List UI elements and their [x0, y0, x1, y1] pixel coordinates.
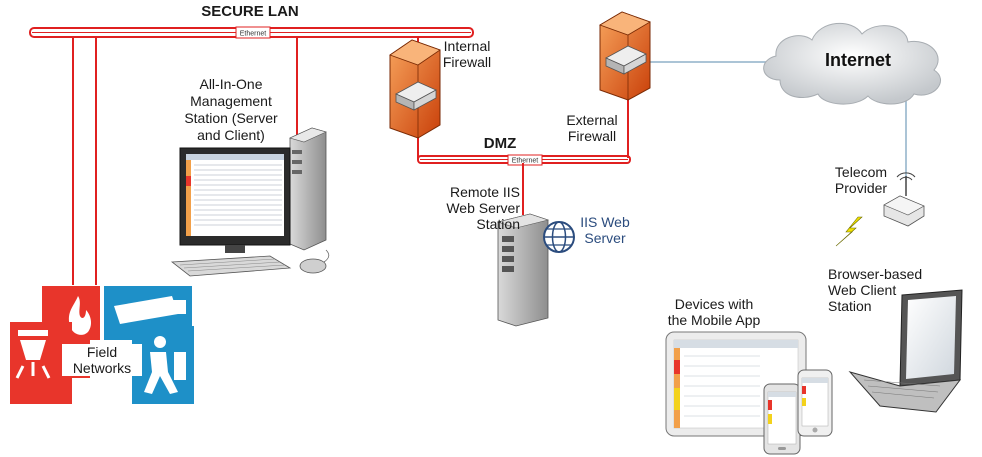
- laptop-icon: [848, 289, 963, 413]
- browser-client-label-line2: Web Client: [828, 282, 897, 298]
- internet-label: Internet: [824, 50, 891, 70]
- mobile-label-line1: Devices with: [674, 296, 754, 312]
- field-networks-label-line2: Networks: [72, 360, 132, 376]
- internal-firewall-label-line2: Firewall: [442, 54, 492, 70]
- iis-station-label-line3: Station: [476, 216, 520, 232]
- iis-station-label: Remote IIS Web Server Station: [420, 184, 520, 232]
- router-icon: [883, 172, 925, 227]
- management-station-label-line4: and Client): [197, 127, 265, 143]
- management-station-label: All-In-One Management Station (Server an…: [166, 76, 296, 144]
- lightning-icon: [835, 216, 863, 247]
- smoke-detector-icon: [10, 322, 72, 404]
- phone-small-icon: [797, 369, 833, 437]
- telecom-label-line2: Provider: [834, 180, 888, 196]
- iis-station-label-line2: Web Server: [446, 200, 520, 216]
- dmz-title: DMZ: [483, 135, 517, 152]
- management-station-label-line3: Station (Server: [184, 110, 278, 126]
- secure-lan-bus: Ethernet: [29, 26, 474, 39]
- external-firewall-label-line1: External: [566, 112, 618, 128]
- external-firewall-icon: [599, 11, 651, 101]
- mobile-label-line2: the Mobile App: [667, 312, 761, 328]
- field-networks-label: Field Networks: [62, 344, 142, 376]
- secure-lan-bus-label: Ethernet: [240, 31, 267, 38]
- external-firewall-label-line2: Firewall: [567, 128, 617, 144]
- iis-station-label-line1: Remote IIS: [449, 184, 520, 200]
- external-firewall-label: External Firewall: [552, 112, 632, 144]
- browser-client-label: Browser-based Web Client Station: [828, 266, 938, 314]
- management-station-label-line2: Management: [190, 93, 272, 109]
- phone-large-icon: [763, 383, 801, 455]
- telecom-label: Telecom Provider: [826, 164, 896, 196]
- iis-server-tower-icon: [496, 213, 550, 327]
- internal-firewall-label: Internal Firewall: [432, 38, 502, 70]
- internet-cloud-icon: [763, 22, 941, 105]
- secure-lan-title: SECURE LAN: [201, 3, 299, 20]
- mobile-label: Devices with the Mobile App: [654, 296, 774, 328]
- iis-server-label: IIS Web Server: [570, 214, 640, 246]
- internal-firewall-icon: [389, 39, 441, 139]
- telecom-label-line1: Telecom: [834, 164, 888, 180]
- internal-firewall-label-line1: Internal: [443, 38, 491, 54]
- field-networks-label-line1: Field: [86, 344, 118, 360]
- access-control-icon: [132, 326, 194, 404]
- management-computer-icon: [170, 127, 330, 277]
- iis-server-label-line1: IIS Web: [580, 214, 630, 230]
- management-station-label-line1: All-In-One: [199, 76, 263, 92]
- browser-client-label-line3: Station: [828, 298, 872, 314]
- iis-server-label-line2: Server: [584, 230, 626, 246]
- browser-client-label-line1: Browser-based: [828, 266, 923, 282]
- globe-icon: [543, 221, 575, 253]
- dmz-bus-label: Ethernet: [512, 158, 539, 165]
